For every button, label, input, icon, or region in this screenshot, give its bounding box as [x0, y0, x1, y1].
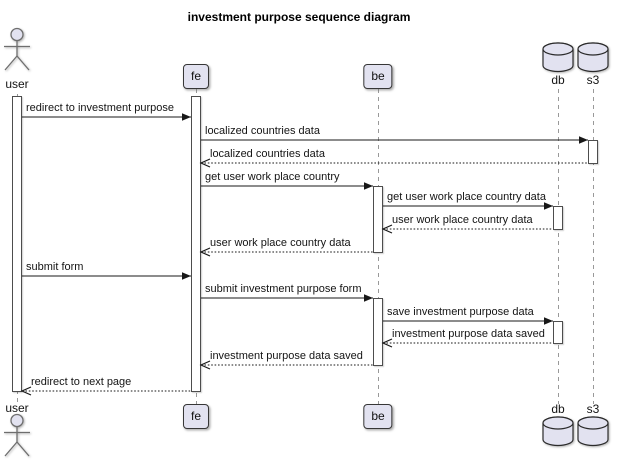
participant-db-bottom-label: db	[551, 402, 565, 416]
actor-icon	[4, 413, 30, 457]
diagram-title: investment purpose sequence diagram	[187, 10, 411, 24]
message-line-return	[199, 158, 588, 168]
message-line-solid	[383, 317, 553, 325]
message-line-return	[381, 338, 553, 348]
message-line-return	[199, 247, 373, 257]
arrowhead-icon	[364, 294, 373, 302]
lifeline-s3	[593, 89, 594, 404]
database-icon	[542, 416, 574, 447]
participant-s3-top-label: s3	[586, 73, 600, 87]
activation-bar-be	[373, 186, 383, 253]
database-icon	[577, 416, 609, 447]
arrowhead-icon	[544, 202, 553, 210]
message-label: save investment purpose data	[387, 306, 534, 318]
message-label: submit investment purpose form	[205, 283, 362, 295]
message-label: get user work place country data	[387, 191, 546, 203]
message-label: get user work place country	[205, 171, 340, 183]
message-line-solid	[383, 202, 553, 210]
arrowhead-icon	[20, 386, 32, 396]
participant-fe-top: fe	[182, 64, 210, 89]
arrowhead-icon	[579, 136, 588, 144]
activation-bar-fe	[191, 96, 201, 392]
message-line-return	[20, 386, 191, 396]
message-line-solid	[22, 113, 191, 121]
participant-be-bottom: be	[363, 404, 393, 429]
message-line-solid	[201, 136, 588, 144]
participant-fe-bottom: fe	[182, 404, 210, 429]
message-line-return	[199, 360, 373, 370]
activation-bar-db	[553, 206, 563, 230]
arrowhead-icon	[381, 338, 393, 348]
arrowhead-icon	[364, 182, 373, 190]
arrowhead-icon	[182, 113, 191, 121]
message-label: redirect to next page	[31, 376, 132, 388]
message-label: redirect to investment purpose	[26, 102, 174, 114]
participant-user-top-label: user	[5, 77, 29, 91]
participant-s3-bottom-label: s3	[586, 402, 600, 416]
message-label: localized countries data	[205, 125, 320, 137]
participant-be-top: be	[363, 64, 393, 89]
message-line-solid	[22, 272, 191, 280]
message-line-solid	[201, 182, 373, 190]
message-label: user work place country data	[210, 237, 351, 249]
arrowhead-icon	[199, 247, 211, 257]
database-icon	[577, 42, 609, 73]
message-line-solid	[201, 294, 373, 302]
arrowhead-icon	[182, 272, 191, 280]
lifeline-db	[558, 89, 559, 404]
message-label: submit form	[26, 261, 84, 273]
message-line-return	[381, 224, 553, 234]
activation-bar-db	[553, 321, 563, 344]
arrowhead-icon	[381, 224, 393, 234]
message-label: investment purpose data saved	[210, 350, 363, 362]
message-label: investment purpose data saved	[392, 328, 545, 340]
database-icon	[542, 42, 574, 73]
participant-db-top-label: db	[551, 73, 565, 87]
activation-bar-user	[12, 96, 22, 392]
message-label: localized countries data	[210, 148, 325, 160]
activation-bar-be	[373, 298, 383, 366]
arrowhead-icon	[199, 158, 211, 168]
arrowhead-icon	[544, 317, 553, 325]
arrowhead-icon	[199, 360, 211, 370]
message-label: user work place country data	[392, 214, 533, 226]
activation-bar-s3	[588, 140, 598, 164]
participant-user-bottom-label: user	[5, 401, 29, 415]
actor-icon	[4, 27, 30, 71]
